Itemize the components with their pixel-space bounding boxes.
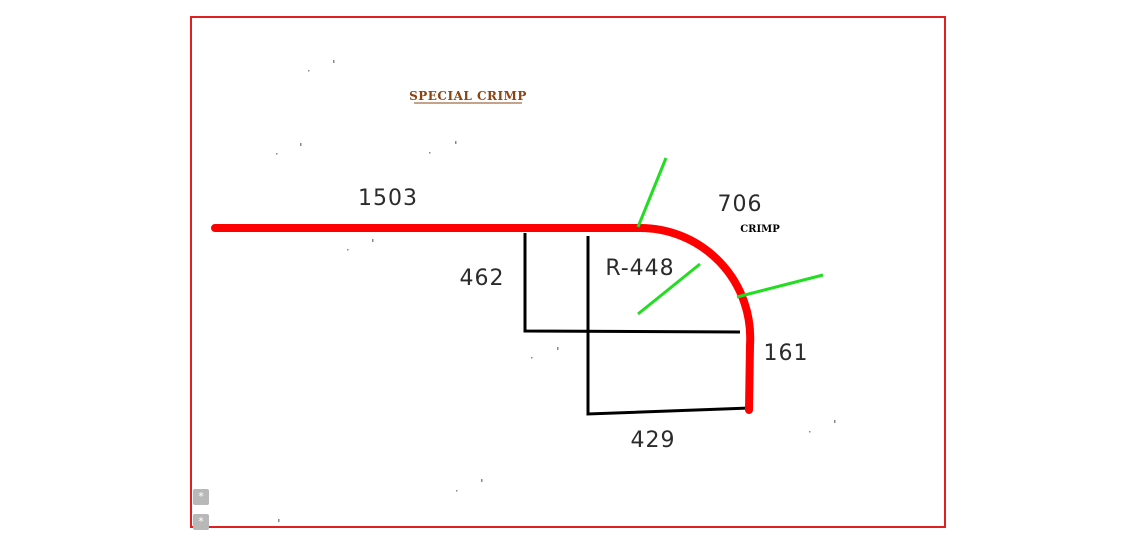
- bottom-width-label: 429: [631, 428, 676, 453]
- expand-icon[interactable]: *: [193, 489, 209, 505]
- arc-end-marker: [736, 273, 824, 299]
- radius-marker: [637, 262, 701, 316]
- inner-height-label: 462: [460, 266, 505, 291]
- drawing-frame: [190, 16, 946, 528]
- radius-label: R-448: [605, 256, 674, 281]
- dimension-lines: [523, 233, 751, 416]
- outer-height-label: 161: [764, 341, 809, 366]
- crimp-label: CRIMP: [740, 224, 780, 235]
- drawing-specks: [276, 60, 836, 522]
- drawing-title: SPECIAL CRIMP: [409, 89, 527, 103]
- arc-length-label: 706: [718, 192, 763, 217]
- straight-length-label: 1503: [358, 186, 418, 211]
- inner-dimension-line: [523, 233, 741, 334]
- crimp-profile: [211, 223, 755, 414]
- crimp-markers: [636, 157, 824, 316]
- outer-dimension-line: [586, 236, 751, 416]
- expand-icon[interactable]: *: [193, 514, 209, 530]
- arc-start-marker: [636, 157, 668, 228]
